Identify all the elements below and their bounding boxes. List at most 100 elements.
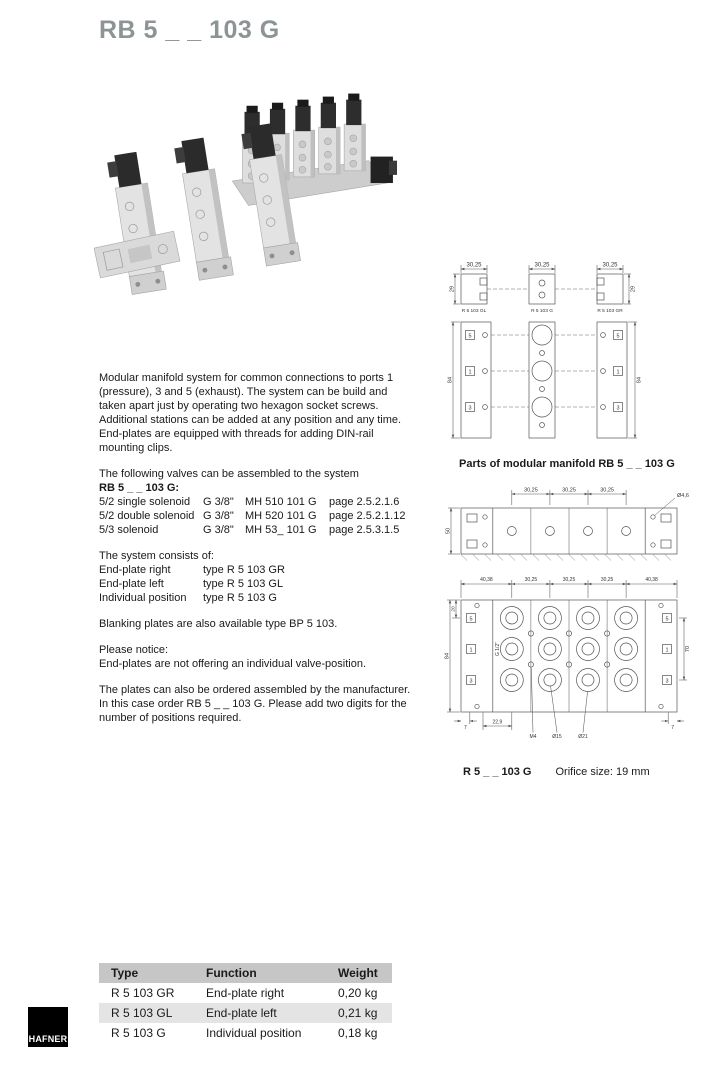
part-label: R 5 103 GL [462, 308, 487, 314]
dim-label: 29 [450, 286, 456, 292]
dim-label: Ø4,6 [677, 493, 689, 499]
dim-label: 7 [464, 725, 467, 731]
part-label: R 5 103 G [531, 308, 553, 314]
end-plate-illustration [93, 230, 181, 279]
assembly-diagram-drawing: 30,25 30,25 30,25 50 Ø4,6 40,38 30,25 30… [445, 488, 692, 741]
dim-label: 40,38 [645, 577, 658, 583]
dim-label: 30,25 [563, 577, 576, 583]
port-number: 3 [665, 679, 668, 685]
blanking-note: Blanking plates are also available type … [99, 618, 338, 630]
page-title: RB 5 _ _ 103 G [99, 16, 280, 44]
valves-intro: The following valves can be assembled to… [99, 468, 359, 480]
port-number: 3 [468, 405, 471, 411]
spec-table: Type Function Weight R 5 103 GR End-plat… [99, 963, 392, 1043]
valve-type: MH 520 101 G [245, 510, 317, 522]
cell-weight: 0,18 kg [338, 1026, 378, 1040]
hafner-logo: HAFNER [28, 1007, 68, 1047]
table-row: R 5 103 G Individual position 0,18 kg [99, 1023, 392, 1043]
valve-list: 5/2 single solenoid G 3/8" MH 510 101 G … [99, 495, 411, 537]
valve-thread: G 3/8" [203, 524, 234, 536]
table-row: R 5 103 GR End-plate right 0,20 kg [99, 983, 392, 1003]
assembly-diagram: 30,25 30,25 30,25 50 Ø4,6 40,38 30,25 30… [443, 484, 695, 744]
col-header-type: Type [99, 963, 194, 983]
dim-label: 30,25 [562, 488, 576, 494]
assembly-drawing-geometry [447, 490, 687, 733]
valve-thread: G 3/8" [203, 510, 234, 522]
port-number: 3 [616, 405, 619, 411]
parts-diagram-caption: Parts of modular manifold RB 5 _ _ 103 G [459, 458, 675, 470]
valve-page-ref: page 2.5.2.1.12 [329, 510, 406, 522]
col-header-function: Function [194, 963, 326, 983]
valve-type: MH 53_ 101 G [245, 524, 317, 536]
system-intro: The system consists of: [99, 550, 214, 562]
port-number: 1 [468, 369, 471, 375]
system-item-name: End-plate left [99, 578, 164, 590]
assembly-caption-model: R 5 _ _ 103 G [463, 766, 532, 778]
dim-label: Ø21 [578, 734, 588, 740]
port-number: 5 [469, 617, 472, 623]
system-list: End-plate right type R 5 103 GR End-plat… [99, 563, 411, 605]
cell-function: End-plate right [206, 986, 285, 1000]
system-item-name: Individual position [99, 592, 187, 604]
cell-type: R 5 103 G [111, 1026, 166, 1040]
system-item-type: type R 5 103 GR [203, 564, 285, 576]
dim-label: 20 [451, 606, 457, 612]
port-number: 1 [616, 369, 619, 375]
valve-illustration [174, 137, 234, 281]
valve-name: 5/3 solenoid [99, 524, 159, 536]
cell-type: R 5 103 GR [111, 986, 175, 1000]
dim-label: 50 [446, 528, 452, 534]
product-photo [92, 86, 397, 338]
valve-name: 5/2 single solenoid [99, 496, 191, 508]
dim-label: 7 [671, 725, 674, 731]
dim-label: 70 [685, 646, 691, 652]
orifice-size-label: Orifice size: 19 mm [555, 766, 650, 778]
port-number: 5 [665, 617, 668, 623]
col-header-weight: Weight [326, 963, 392, 983]
parts-drawing-labels: 30,25 30,25 30,25 29 29 R 5 103 GL R 5 1… [448, 263, 643, 412]
port-number: 1 [469, 648, 472, 654]
description-column: Modular manifold system for common conne… [99, 371, 411, 737]
valves-model: RB 5 _ _ 103 G: [99, 482, 180, 494]
valve-page-ref: page 2.5.3.1.5 [329, 524, 400, 536]
dim-label: 30,25 [534, 263, 550, 269]
dim-label: Ø15 [552, 734, 562, 740]
system-item-type: type R 5 103 GL [203, 578, 284, 590]
table-row: R 5 103 GL End-plate left 0,21 kg [99, 1003, 392, 1023]
dim-label: 30,25 [524, 488, 538, 494]
dim-label: 84 [637, 377, 643, 383]
intro-paragraph: Modular manifold system for common conne… [99, 372, 402, 454]
port-number: 5 [616, 333, 619, 339]
dim-label: 84 [445, 653, 451, 659]
valve-type: MH 510 101 G [245, 496, 317, 508]
dim-label: 30,25 [600, 488, 614, 494]
dim-label: 29 [631, 286, 637, 292]
cell-type: R 5 103 GL [99, 1003, 194, 1023]
valve-page-ref: page 2.5.2.1.6 [329, 496, 400, 508]
parts-diagram-drawing: 30,25 30,25 30,25 29 29 R 5 103 GL R 5 1… [448, 263, 643, 439]
parts-diagram: 30,25 30,25 30,25 29 29 R 5 103 GL R 5 1… [447, 260, 647, 458]
dim-label: M4 [530, 734, 537, 740]
order-note: The plates can also be ordered assembled… [99, 684, 411, 724]
product-photo-illustration [93, 93, 397, 295]
port-number: 5 [468, 333, 471, 339]
port-number: 1 [665, 648, 668, 654]
table-header-row: Type Function Weight [99, 963, 392, 983]
parts-drawing-geometry [451, 265, 637, 439]
cell-function: Individual position [206, 1026, 302, 1040]
dim-label: 22,9 [493, 720, 503, 726]
dim-label: 30,25 [601, 577, 614, 583]
assembly-drawing-labels: 30,25 30,25 30,25 50 Ø4,6 40,38 30,25 30… [445, 488, 692, 741]
port-number: 3 [469, 679, 472, 685]
dim-label: 30,25 [525, 577, 538, 583]
assembly-diagram-caption: R 5 _ _ 103 G Orifice size: 19 mm [463, 766, 650, 778]
thread-label: G 1/2" [495, 642, 501, 656]
dim-label: 40,38 [480, 577, 493, 583]
notice-body: End-plates are not offering an individua… [99, 658, 367, 670]
valve-illustration [241, 123, 301, 267]
valve-thread: G 3/8" [203, 496, 234, 508]
cell-weight: 0,20 kg [338, 986, 378, 1000]
dim-label: 84 [448, 377, 454, 383]
cell-function: End-plate left [194, 1003, 326, 1023]
